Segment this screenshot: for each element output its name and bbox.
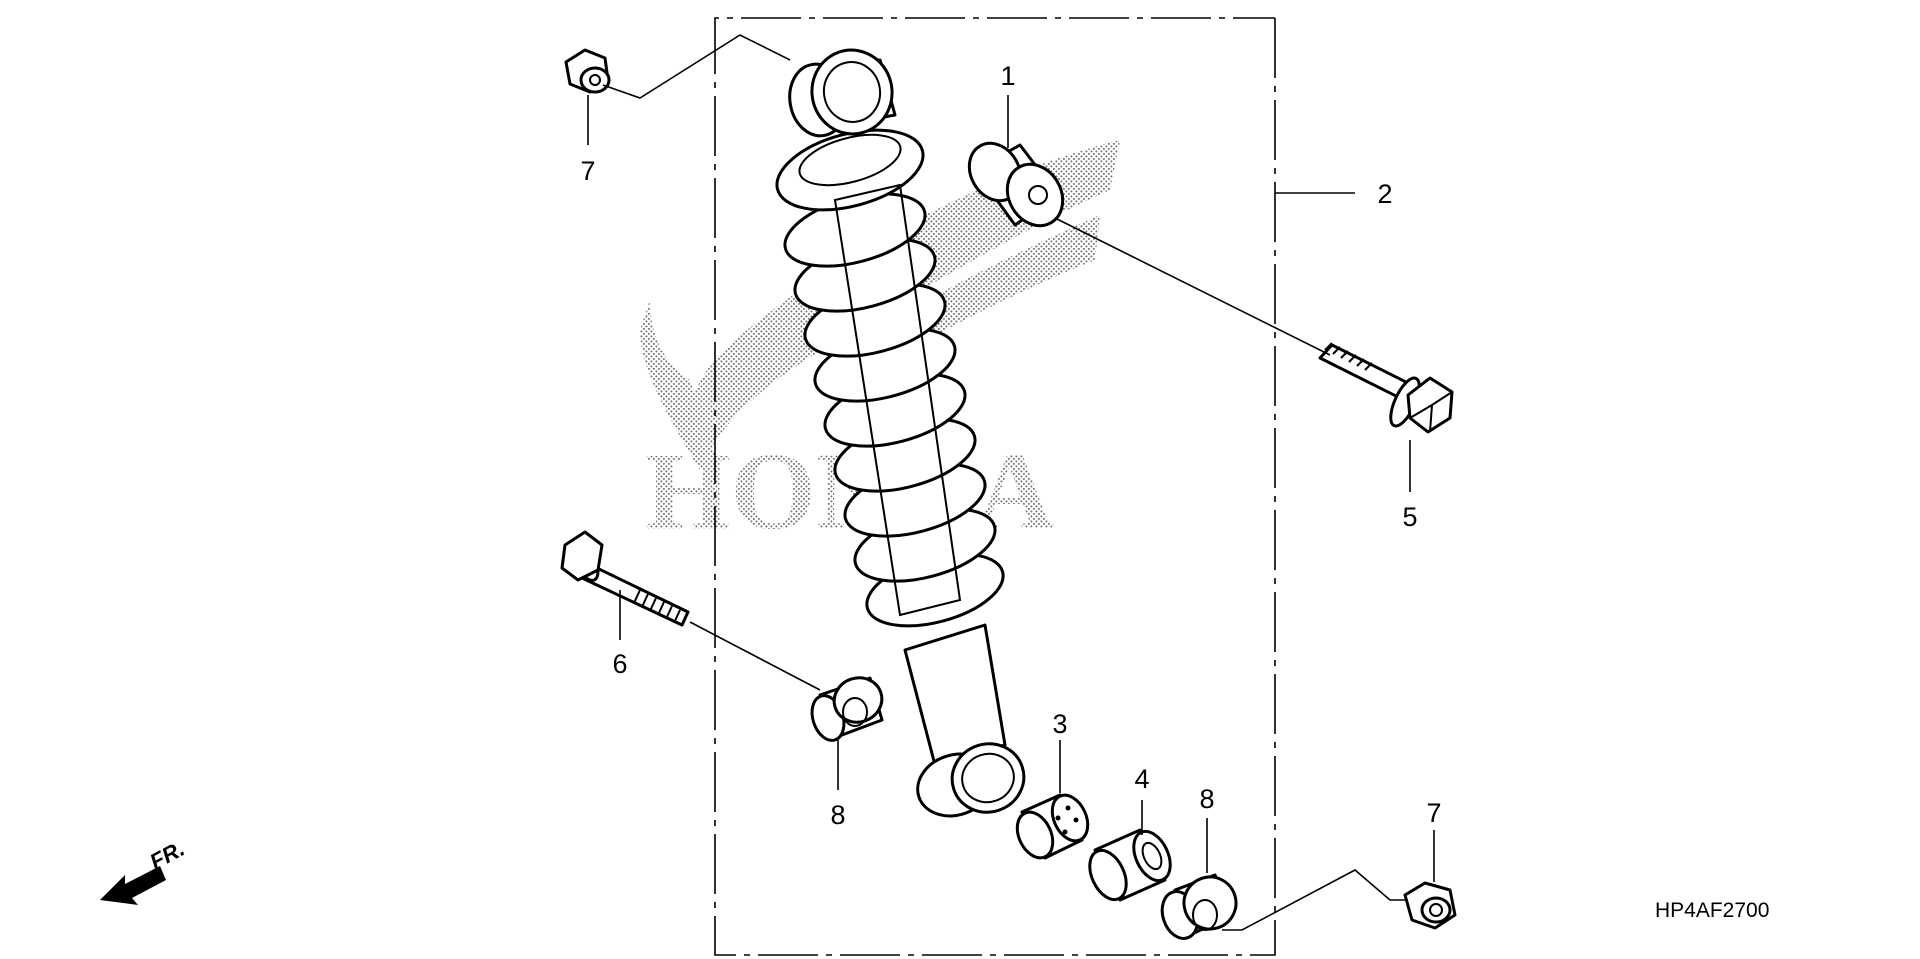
shock-absorber [775,48,1026,818]
diagram-code: HP4AF2700 [1655,899,1769,922]
dust-seal-right [1160,873,1238,940]
callout-6: 6 [612,649,627,679]
callout-2: 2 [1377,179,1392,209]
collar [1088,828,1172,902]
flange-bolt-upper [1318,342,1454,434]
callout-7-lower: 7 [1426,798,1441,828]
callout-7-upper: 7 [580,156,595,186]
dust-seal-left [810,676,884,742]
flange-bolt-lower [560,530,690,627]
callout-3: 3 [1052,709,1067,739]
front-direction-arrow-icon: FR. [100,836,189,905]
needle-bearing [1015,793,1090,860]
callout-1: 1 [1000,61,1015,91]
assembly-boundary [714,17,1276,956]
flange-nut-lower [1403,881,1457,930]
callout-8-left: 8 [830,800,845,830]
callout-5: 5 [1402,502,1417,532]
leader-lines [587,34,1435,931]
front-label: FR. [146,836,189,875]
callout-8-right: 8 [1199,784,1214,814]
callout-4: 4 [1134,764,1149,794]
flange-nut-upper [564,48,611,94]
rubber-bush [967,141,1065,228]
